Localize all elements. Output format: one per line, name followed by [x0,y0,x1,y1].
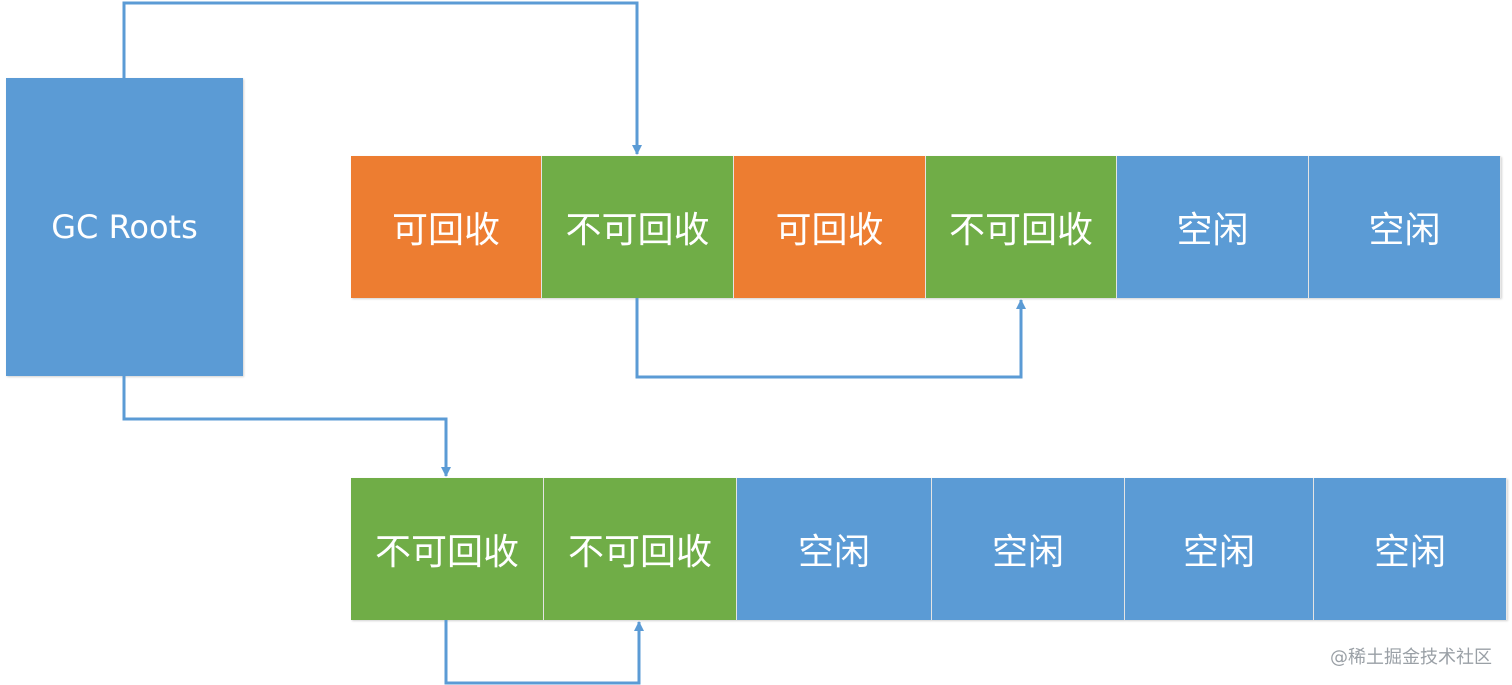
arrow-root-to-before-live-1 [122,1,642,155]
cell-label: 空闲 [797,532,870,573]
cell-label: 空闲 [1182,532,1255,573]
cell-label: 空闲 [1176,210,1249,251]
memory-cell-after-4: 空闲 [932,478,1125,620]
arrow-before-live-1-to-live-2 [635,298,1026,379]
memory-cell-before-5: 空闲 [1117,156,1309,298]
memory-cell-after-1: 不可回收 [351,478,544,620]
memory-cell-after-6: 空闲 [1314,478,1507,620]
watermark: @稀土掘金技术社区 [1330,647,1492,668]
cell-label: 可回收 [391,210,500,251]
memory-cell-before-6: 空闲 [1309,156,1501,298]
arrow-after-live-1-to-live-2 [444,620,644,685]
cell-label: 不可回收 [567,532,712,573]
cell-label: 可回收 [775,210,884,251]
memory-cell-after-5: 空闲 [1125,478,1314,620]
memory-cell-before-3: 可回收 [734,156,926,298]
cell-label: 空闲 [1368,210,1441,251]
memory-cell-after-2: 不可回收 [544,478,737,620]
gc-roots-box: GC Roots [6,78,243,376]
memory-cell-before-1: 可回收 [351,156,542,298]
memory-cell-after-3: 空闲 [737,478,932,620]
arrow-root-to-after-live-1 [122,376,451,477]
gc-roots-label: GC Roots [51,208,198,246]
memory-cell-before-4: 不可回收 [926,156,1117,298]
memory-cell-before-2: 不可回收 [542,156,734,298]
cell-label: 不可回收 [374,532,519,573]
cell-label: 空闲 [1373,532,1446,573]
cell-label: 不可回收 [948,210,1093,251]
cell-label: 不可回收 [565,210,710,251]
cell-label: 空闲 [991,532,1064,573]
